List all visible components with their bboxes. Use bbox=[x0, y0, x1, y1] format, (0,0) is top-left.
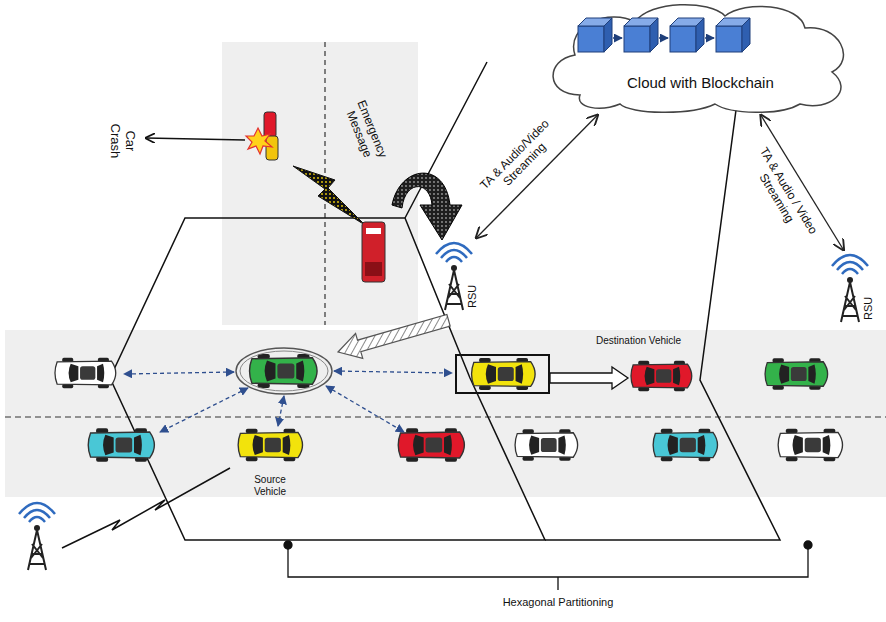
vehicle bbox=[88, 428, 154, 461]
vehicle bbox=[653, 429, 717, 461]
callout-label: Car Crash bbox=[107, 119, 137, 163]
antenna-icon bbox=[19, 503, 55, 570]
broadcast-arrow bbox=[334, 308, 452, 365]
cloud-title: Cloud with Blockchain bbox=[627, 74, 774, 91]
rsu-node: RSU bbox=[828, 250, 880, 326]
streaming-link bbox=[476, 115, 597, 238]
partition-bracket bbox=[284, 541, 812, 590]
streaming-link bbox=[761, 115, 844, 250]
vehicle bbox=[631, 361, 692, 392]
vehicle-label: Source Vehicle bbox=[245, 474, 295, 497]
emergency-bolt bbox=[293, 166, 365, 225]
edge-label: TA & Audio/Video Streaming bbox=[471, 110, 569, 209]
leader-arrow bbox=[146, 138, 245, 140]
vehicle bbox=[472, 358, 536, 390]
hexagon-cell bbox=[110, 218, 545, 540]
vehicle-label: Destination Vehicle bbox=[596, 335, 726, 347]
vehicle bbox=[238, 429, 302, 461]
cluster-head-ring bbox=[236, 348, 332, 394]
vehicle bbox=[778, 429, 842, 461]
edge-label: TA & Audio / Video Streaming bbox=[741, 140, 823, 250]
antenna-icon bbox=[828, 250, 880, 326]
rsu-label: RSU bbox=[466, 285, 479, 308]
vehicle bbox=[515, 429, 578, 461]
rsu-node: RSU bbox=[432, 238, 484, 314]
vehicle bbox=[765, 358, 828, 390]
cloud-shape bbox=[540, 0, 860, 115]
cloud-node: Cloud with Blockchain bbox=[540, 0, 860, 115]
crash-area bbox=[222, 42, 418, 325]
v2v-link bbox=[124, 371, 452, 432]
antenna-icon bbox=[432, 238, 484, 314]
curved-arrow bbox=[392, 173, 462, 240]
message-label: Emergency Message bbox=[337, 90, 393, 175]
road bbox=[5, 330, 886, 497]
rsu-label: RSU bbox=[862, 297, 875, 320]
car-crash-icon bbox=[246, 112, 278, 160]
forward-arrow bbox=[550, 367, 628, 389]
wireless-link bbox=[62, 468, 230, 548]
hexagon-cell bbox=[405, 62, 780, 540]
emergency-vehicle bbox=[362, 222, 385, 282]
cluster-head-ring bbox=[240, 351, 328, 391]
vehicle bbox=[55, 358, 116, 389]
bracket-label: Hexagonal Partitioning bbox=[478, 596, 638, 609]
relay-box bbox=[456, 355, 549, 393]
vehicle bbox=[250, 354, 318, 388]
lane-divider bbox=[5, 416, 886, 417]
vehicle bbox=[398, 428, 464, 461]
